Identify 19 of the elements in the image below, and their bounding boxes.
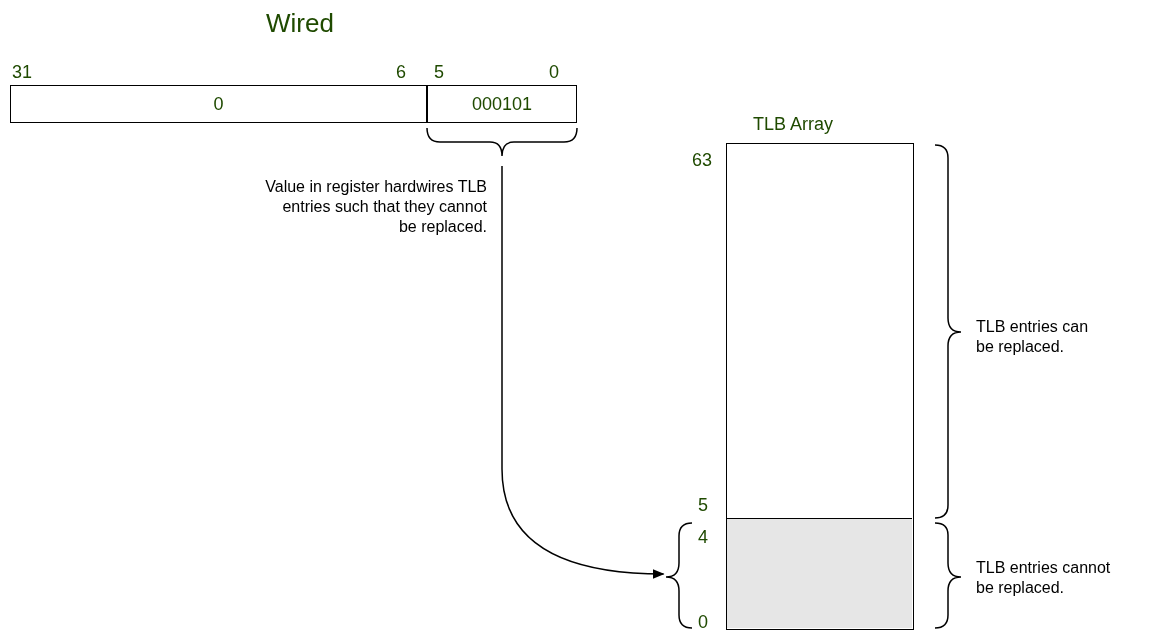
note-text: TLB entries cannot be replaced. [976,558,1112,598]
index-number: 4 [698,527,708,547]
index-number: 0 [698,612,708,632]
register-field [427,85,577,123]
index-number: 5 [698,495,708,515]
field-value: 0 [212,93,225,116]
bit-number: 5 [434,62,444,82]
index-number: 63 [692,150,713,170]
array-heading: TLB Array [752,114,835,135]
arrow [501,165,665,579]
field-value: 000101 [470,93,534,116]
bit-number: 0 [549,62,559,82]
wired-region [727,519,912,628]
register-field [10,85,427,123]
bit-number: 31 [12,62,33,82]
title: Wired [265,8,335,39]
bit-number: 6 [396,62,406,82]
note-text: TLB entries can be replaced. [976,317,1090,357]
note-text: Value in register hardwires TLB entries such that they cannot be replaced. [264,177,487,237]
